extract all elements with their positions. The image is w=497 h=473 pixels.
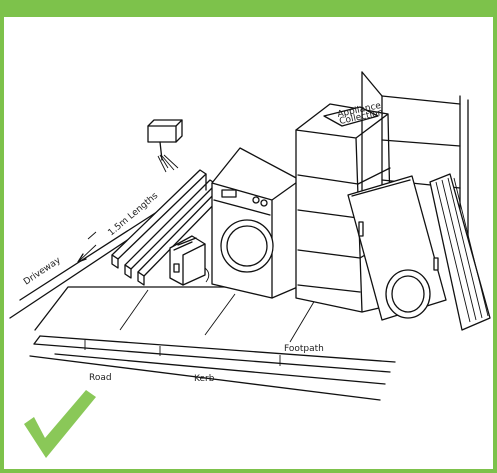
kerb-label: Kerb bbox=[194, 374, 215, 384]
mailbox bbox=[148, 120, 182, 172]
driveway-label: Driveway bbox=[22, 255, 63, 287]
footpath-label: Footpath bbox=[284, 344, 324, 354]
road-label: Road bbox=[89, 373, 112, 383]
washing-machine bbox=[212, 148, 300, 298]
dryer-drum bbox=[386, 270, 430, 318]
check-mark-icon bbox=[24, 390, 96, 458]
